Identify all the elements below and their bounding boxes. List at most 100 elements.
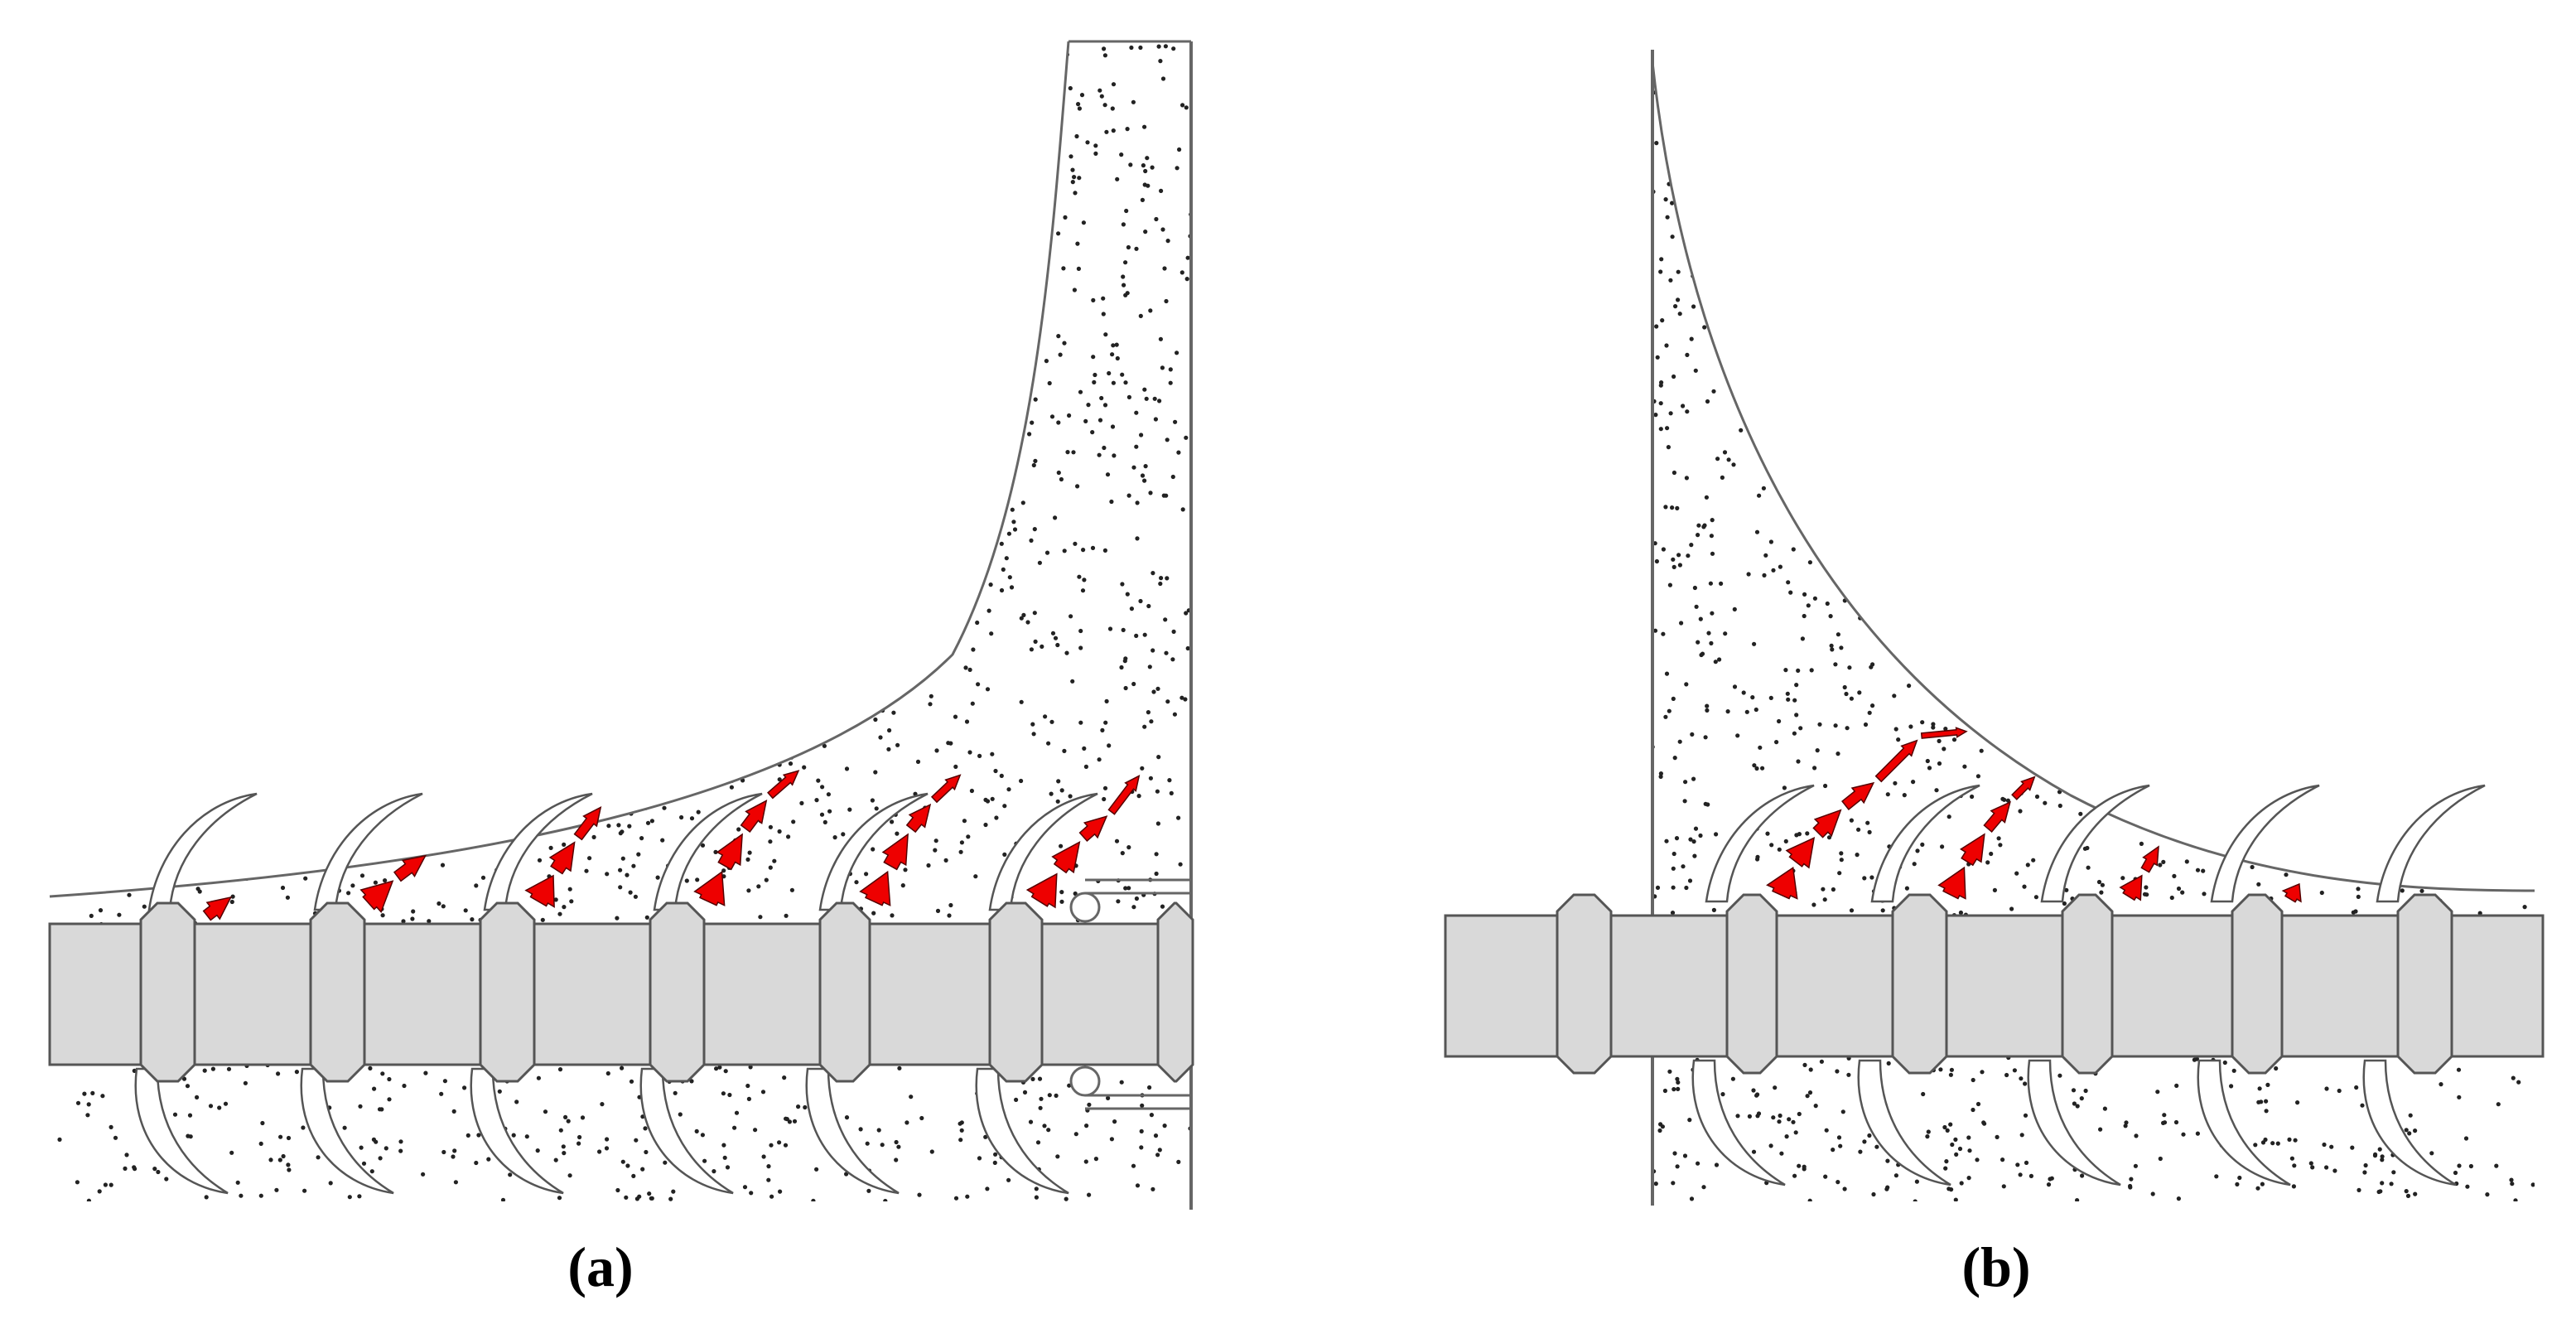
sediment-dot [2206,481,2211,486]
sediment-dot [2162,1113,2167,1118]
sediment-dot [696,510,701,515]
sediment-dot [2513,1198,2518,1201]
sediment-dot [204,1195,209,1200]
sediment-dot [2279,209,2284,214]
sediment-dot [1979,447,1984,452]
sediment-dot [557,1067,563,1072]
sediment-dot [1805,831,1810,836]
sediment-dot [907,140,912,145]
sediment-dot [236,199,241,205]
sediment-dot [2038,462,2043,468]
sediment-dot [1087,1192,1092,1197]
sediment-dot [589,382,594,387]
sediment-dot [1756,437,1762,442]
sediment-dot [933,838,938,843]
sediment-dot [484,596,490,601]
sediment-dot [1981,169,1986,175]
sediment-dot [1917,316,1922,321]
sediment-dot [2282,513,2287,518]
sediment-dot [374,664,379,669]
sediment-dot [1835,455,1840,460]
sediment-dot [365,691,370,696]
sediment-dot [1138,598,1143,604]
sediment-dot [746,888,751,893]
sediment-dot [917,407,922,412]
sediment-dot [691,283,696,288]
sediment-dot [1076,102,1081,107]
sediment-dot [1140,766,1145,771]
sediment-dot [625,467,630,472]
flow-arrow [767,770,800,800]
sediment-dot [361,118,366,123]
sediment-dot [747,850,752,855]
sediment-dot [2111,71,2116,76]
sediment-dot [2062,308,2068,313]
sediment-dot [2353,342,2358,347]
sediment-dot [916,455,921,460]
sediment-dot [965,1194,970,1199]
sediment-dot [494,223,500,228]
sediment-dot [224,673,229,678]
sediment-dot [559,365,564,370]
sediment-dot [1882,278,1887,283]
sediment-dot [2231,85,2236,90]
sediment-dot [2068,569,2073,574]
sediment-dot [2478,230,2483,234]
sediment-dot [2260,475,2265,480]
sediment-dot [2472,835,2477,840]
sediment-dot [326,502,330,507]
sediment-dot [273,807,277,812]
sediment-dot [1019,778,1024,784]
sediment-dot [76,401,81,406]
sediment-dot [768,611,773,616]
sediment-dot [2286,437,2292,442]
sediment-dot [1081,220,1086,225]
sediment-dot [1807,165,1812,170]
sediment-dot [2381,291,2385,296]
sediment-dot [798,461,803,466]
sediment-dot [174,584,179,590]
sediment-dot [830,99,835,104]
sediment-dot [2173,326,2178,331]
sediment-dot [2470,369,2476,374]
sediment-dot [262,780,267,785]
sediment-dot [1990,640,1995,645]
sediment-dot [195,611,200,616]
sediment-dot [2183,413,2188,419]
sediment-dot [2138,503,2143,509]
sediment-dot [953,262,958,267]
sediment-dot [2508,75,2513,80]
sediment-dot [419,328,424,333]
sediment-dot [1047,380,1052,386]
sediment-dot [558,1128,563,1133]
sediment-dot [1860,433,1866,438]
sediment-dot [1665,215,1670,220]
sediment-dot [1097,88,1102,93]
sediment-dot [2170,384,2176,389]
sediment-dot [2459,214,2464,219]
sediment-dot [620,1159,625,1164]
sediment-dot [1839,851,1844,856]
sediment-dot [1709,212,1714,217]
sediment-dot [1964,675,1969,680]
sediment-dot [971,546,976,551]
sediment-dot [1769,374,1774,379]
sediment-dot [1042,1124,1047,1128]
sediment-dot [2443,662,2448,667]
sediment-dot [2444,816,2449,821]
sediment-dot [2494,220,2499,226]
sediment-dot [2387,692,2392,697]
sediment-dot [1800,636,1805,641]
sediment-dot [244,814,249,819]
sediment-dot [795,393,800,398]
sediment-dot [717,1065,722,1070]
sediment-dot [1149,719,1154,724]
sediment-dot [1796,668,1801,674]
sediment-dot [342,1125,347,1130]
sediment-dot [2111,427,2116,432]
sediment-dot [879,226,884,231]
panel-label-a: (a) [567,1235,634,1298]
sediment-dot [51,110,55,116]
sediment-dot [828,353,833,358]
sediment-dot [2187,103,2192,108]
